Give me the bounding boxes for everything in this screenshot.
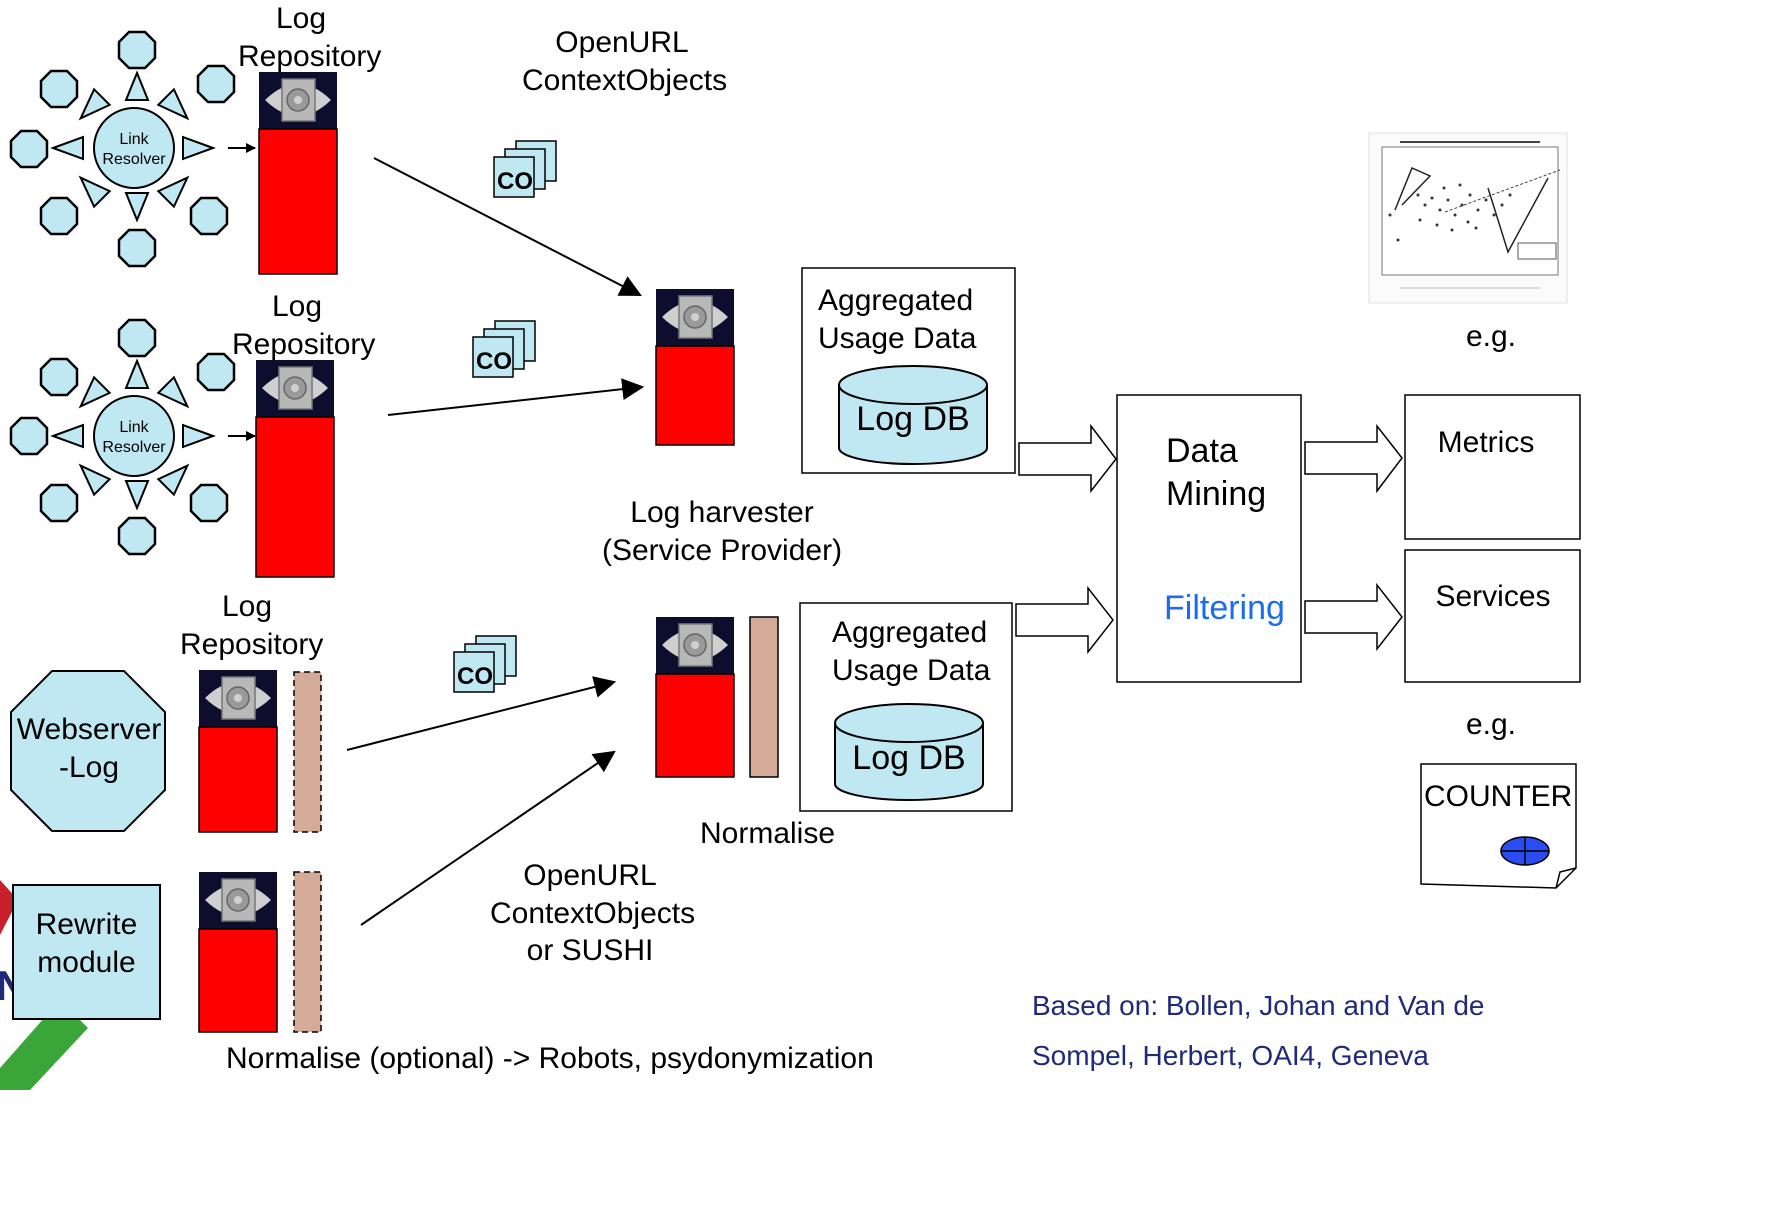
spoke-triangle-icon <box>50 70 216 223</box>
webserver-line2: -Log <box>58 750 120 784</box>
block-arrow <box>1304 582 1403 652</box>
log-repository-server-icon <box>258 72 338 275</box>
link-resolver-label-line2: Resolver <box>102 151 166 168</box>
link-resolver-hub <box>93 395 175 477</box>
rewrite-module-label: Rewrite module <box>13 906 160 981</box>
repository-title-line2: Repository <box>238 39 382 73</box>
rewrite-line1: Rewrite <box>35 908 138 941</box>
repository-title-line1: Log <box>275 2 327 35</box>
openurl-line2: ContextObjects <box>490 896 696 930</box>
rewrite-module-node <box>12 884 161 1020</box>
aggregated-line2: Usage Data <box>818 321 977 355</box>
repository-title-line1: Log <box>271 290 323 323</box>
co-badge-label: CO <box>497 168 533 195</box>
link-resolver-label-line1: Link <box>119 131 149 148</box>
block-arrow <box>1304 423 1403 494</box>
log-db-cylinder-icon <box>838 365 988 465</box>
log-repository-server-icon <box>198 872 278 1033</box>
block-arrow <box>1015 585 1114 655</box>
repository-title-line1: Log <box>221 590 273 623</box>
aggregated-usage-label-top: Aggregated Usage Data <box>818 282 988 357</box>
link-resolver-label-line2: Resolver <box>102 439 166 456</box>
co-badge-label: CO <box>457 663 493 690</box>
rewrite-line2: module <box>37 945 136 979</box>
data-mining-label: Data Mining <box>1166 430 1286 515</box>
normalise-optional-caption: Normalise (optional) -> Robots, psydonym… <box>226 1042 874 1075</box>
aggregated-usage-label-bottom: Aggregated Usage Data <box>832 614 1002 689</box>
webserver-log-label: Webserver -Log <box>14 711 164 786</box>
normalise-server-icon <box>655 617 735 778</box>
log-db-cylinder-icon <box>834 703 984 801</box>
credit-line2: Sompel, Herbert, OAI4, Geneva <box>1032 1040 1429 1071</box>
openurl-line3: or SUSHI <box>526 934 654 967</box>
normalise-label: Normalise <box>700 817 836 850</box>
log-repository-server-icon <box>198 670 278 833</box>
optional-normalise-bar <box>293 871 322 1033</box>
data-mining-line1: Data <box>1166 432 1238 470</box>
example-label-bottom: e.g. <box>1465 708 1517 741</box>
harvester-line2: (Service Provider) <box>602 533 843 567</box>
block-arrow <box>1018 423 1117 494</box>
log-db-label: Log DB <box>856 400 970 438</box>
repository-title-line2: Repository <box>232 327 376 361</box>
link-resolver-cluster-1: Link Resolver <box>9 30 256 268</box>
log-harvester-label: Log harvester (Service Provider) <box>602 494 842 569</box>
normalise-bar <box>749 616 779 778</box>
transfer-arrow <box>360 750 616 926</box>
example-label-top: e.g. <box>1465 320 1517 353</box>
repository-title-3: Log Repository <box>180 588 324 663</box>
link-resolver-cluster-2: Link Resolver <box>9 318 256 556</box>
openurl-line2: ContextObjects <box>522 63 728 97</box>
context-object-icon <box>493 140 557 198</box>
counter-globe-icon <box>1500 836 1550 866</box>
transfer-arrow <box>346 676 617 751</box>
example-chart-thumbnail-icon <box>1368 132 1568 304</box>
link-resolver-label-line1: Link <box>119 419 149 436</box>
openurl-line1: OpenURL <box>555 26 689 59</box>
metrics-box <box>1404 394 1581 540</box>
optional-normalise-bar <box>293 671 322 833</box>
harvester-line1: Log harvester <box>630 496 814 529</box>
metrics-label: Metrics <box>1437 426 1535 459</box>
log-repository-server-icon <box>255 360 335 578</box>
openurl-label-bottom: OpenURL ContextObjects or SUSHI <box>490 857 696 970</box>
transfer-arrow <box>387 378 645 416</box>
openurl-label-top: OpenURL ContextObjects <box>522 24 728 99</box>
data-mining-box <box>1116 394 1302 683</box>
webserver-line1: Webserver <box>16 713 162 746</box>
filtering-label: Filtering <box>1164 589 1285 627</box>
services-box <box>1404 549 1581 683</box>
services-label: Services <box>1435 580 1551 613</box>
spoke-triangle-icon <box>50 358 216 511</box>
log-db-label: Log DB <box>852 739 966 777</box>
data-mining-line2: Mining <box>1166 474 1267 513</box>
repository-title-1: Log Repository <box>238 0 382 75</box>
context-object-icon <box>453 635 517 693</box>
log-harvester-server-icon <box>655 289 735 446</box>
aggregated-line2: Usage Data <box>832 653 991 687</box>
repository-title-line2: Repository <box>180 627 324 661</box>
counter-label: COUNTER <box>1424 780 1573 813</box>
link-resolver-hub <box>93 107 175 189</box>
openurl-line1: OpenURL <box>523 859 657 892</box>
aggregated-line1: Aggregated <box>818 284 974 317</box>
credit-line1: Based on: Bollen, Johan and Van de <box>1032 990 1485 1021</box>
repository-title-2: Log Repository <box>232 288 376 363</box>
co-badge-label: CO <box>476 348 512 375</box>
transfer-arrow <box>373 157 642 297</box>
webserver-log-node <box>10 670 166 832</box>
aggregated-line1: Aggregated <box>832 616 988 649</box>
context-object-icon <box>472 320 536 378</box>
